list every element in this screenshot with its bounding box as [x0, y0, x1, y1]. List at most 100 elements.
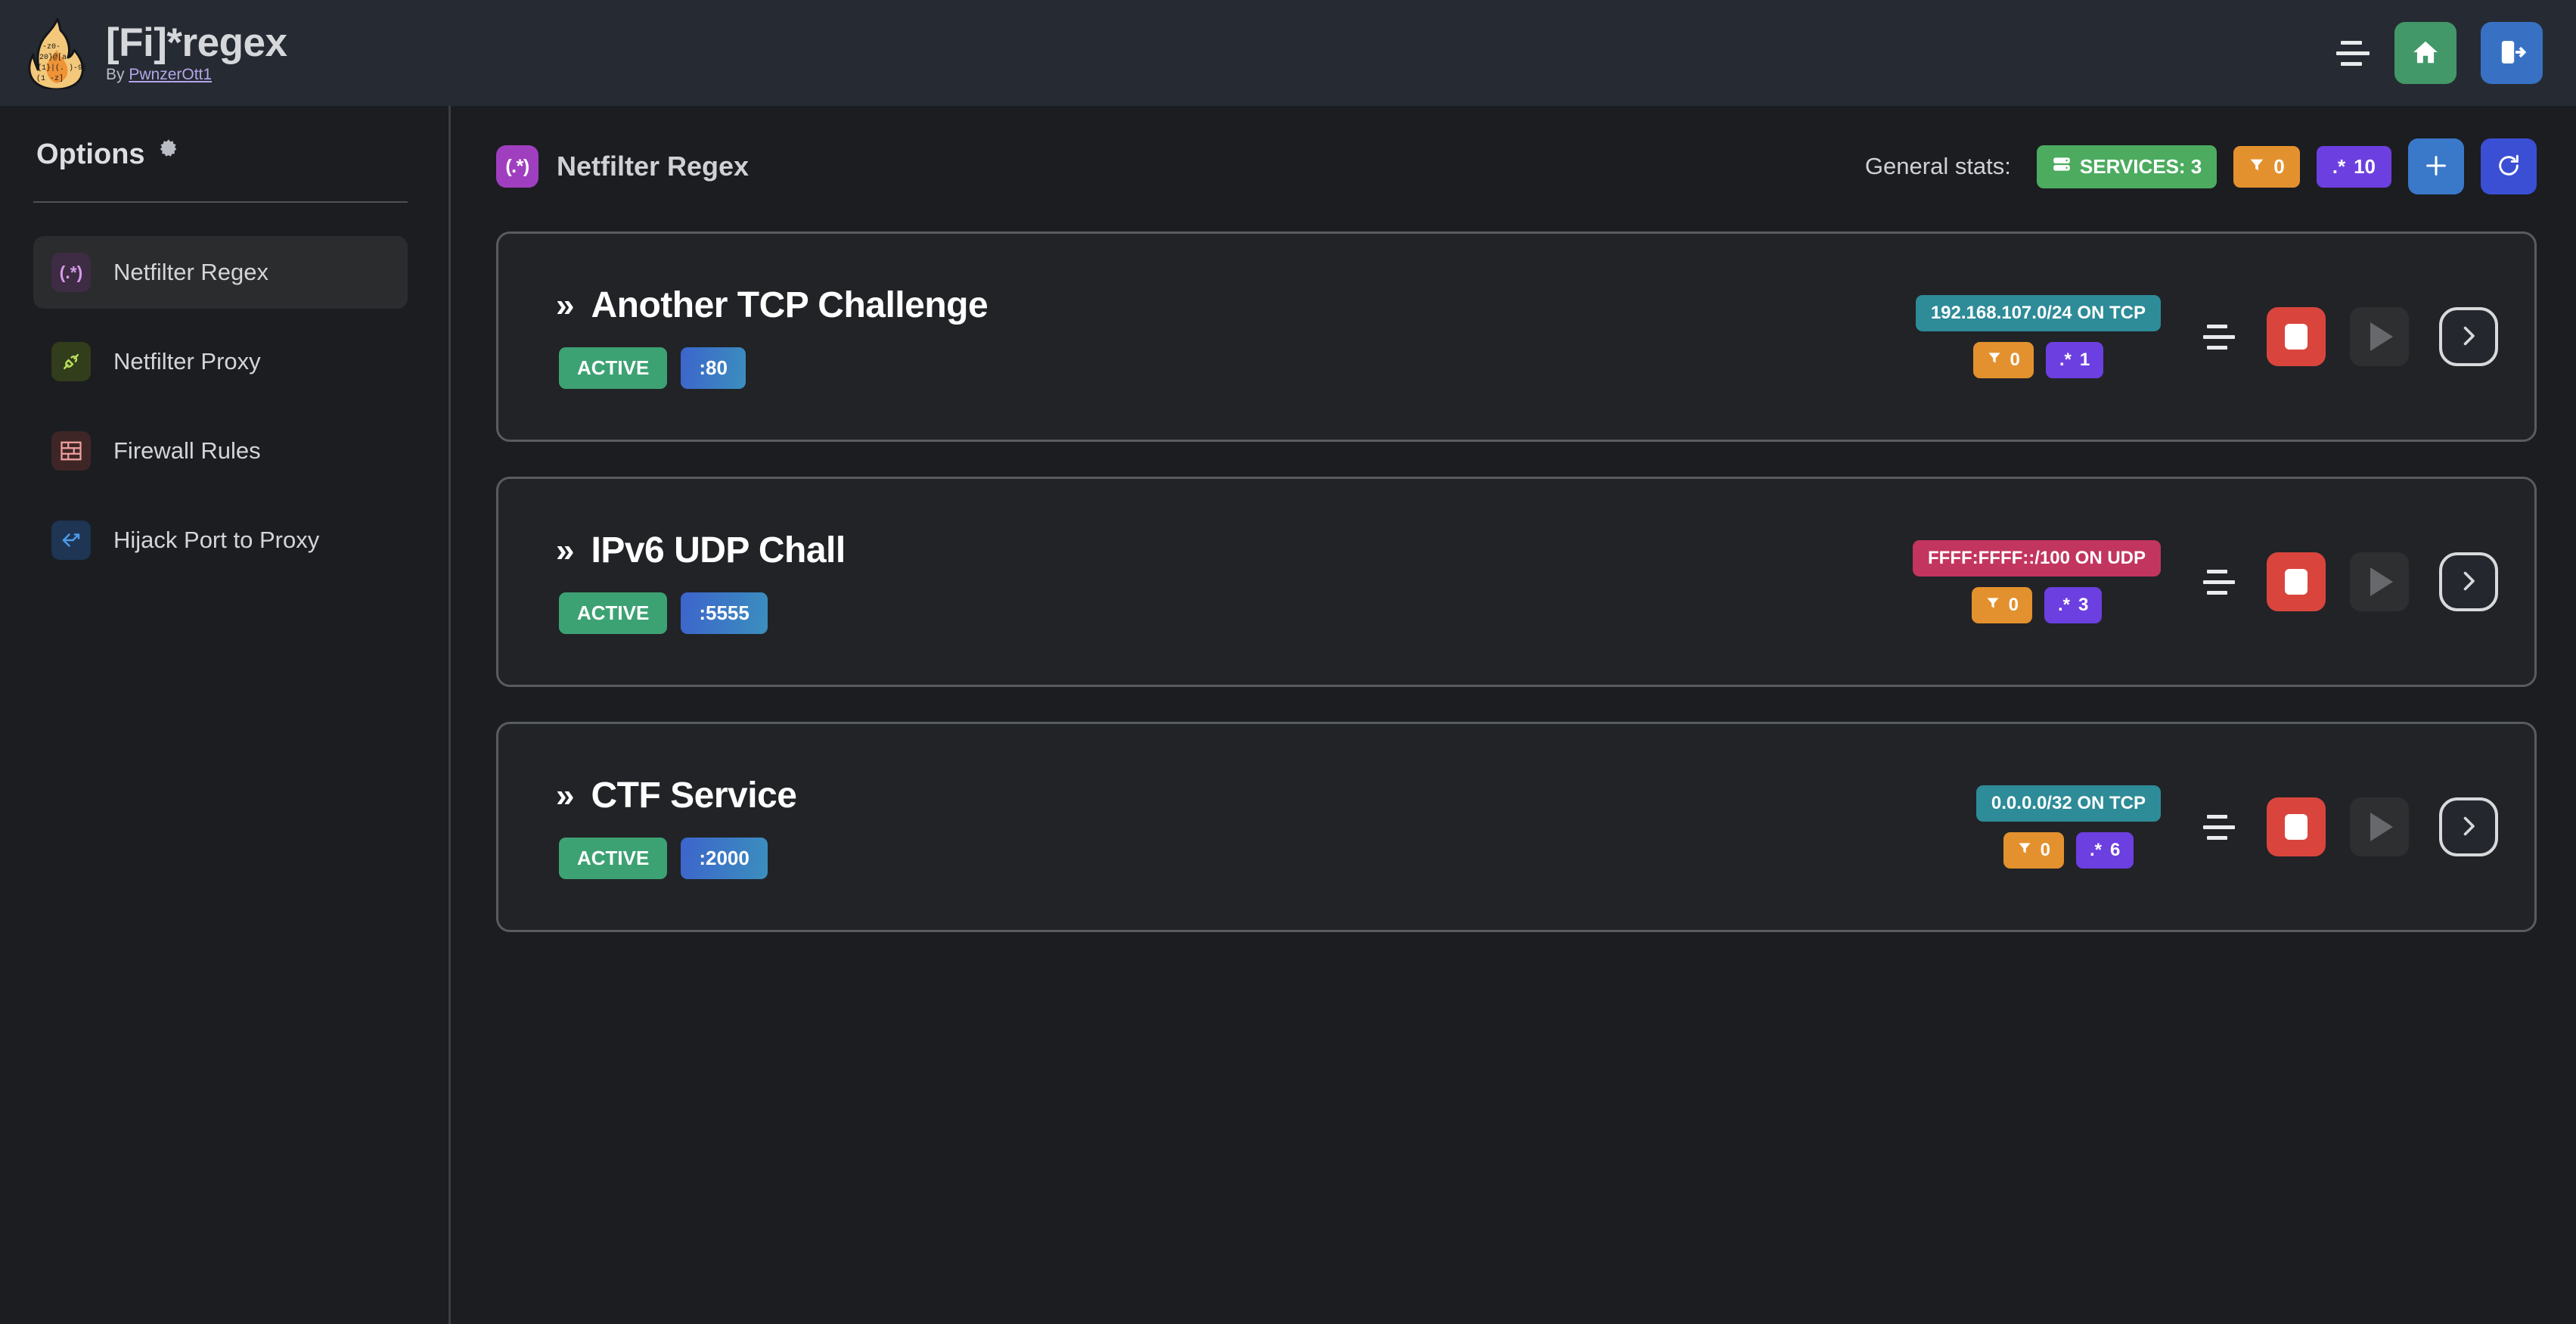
- status-badge-services: SERVICES: 3: [2036, 145, 2218, 188]
- regex-count-label: 6: [2109, 840, 2121, 860]
- sidebar-item-netfilter-regex[interactable]: (.*) Netfilter Regex: [33, 236, 408, 309]
- sidebar-item-label: Firewall Rules: [113, 437, 261, 464]
- open-service-button[interactable]: [2439, 307, 2498, 366]
- drag-handle-icon[interactable]: [2199, 317, 2239, 356]
- funnel-icon: [2017, 840, 2032, 861]
- hamburger-menu-icon[interactable]: [2335, 38, 2370, 68]
- sidebar-item-firewall-rules[interactable]: Firewall Rules: [33, 415, 408, 487]
- fork-arrow-icon: [51, 521, 91, 560]
- home-button[interactable]: [2394, 22, 2457, 84]
- regex-count-label: 1: [2079, 350, 2090, 370]
- funnel-icon: [2249, 155, 2265, 179]
- sidebar: Options (.*) Netfilter Regex Netfilt: [0, 106, 451, 1324]
- stop-button[interactable]: [2267, 797, 2326, 856]
- stop-icon: [2285, 569, 2308, 595]
- service-name: Another TCP Challenge: [591, 285, 989, 325]
- chevron-right-icon: [2455, 567, 2482, 597]
- svg-text:20}@[a: 20}@[a: [39, 53, 67, 62]
- stop-icon: [2285, 324, 2308, 350]
- add-service-button[interactable]: [2408, 138, 2464, 194]
- flame-regex-logo-icon: -z0- 20}@[a {1}|(. )-9] (1 -z]: [27, 17, 87, 91]
- double-chevron-icon: »: [556, 286, 575, 324]
- refresh-icon: [2496, 153, 2522, 181]
- sidebar-item-label: Hijack Port to Proxy: [113, 527, 320, 553]
- funnel-icon: [1987, 350, 2002, 371]
- service-card-info: » Another TCP Challenge ACTIVE :80: [556, 284, 989, 389]
- drag-handle-icon[interactable]: [2199, 807, 2239, 847]
- play-icon: [2370, 322, 2393, 351]
- server-icon: [2052, 154, 2072, 179]
- status-badge: ACTIVE: [559, 592, 668, 634]
- status-badge-regex: .* 3: [2044, 587, 2103, 623]
- network-sub-badges: 0 .* 6: [2003, 832, 2134, 869]
- filters-count-label: 0: [2273, 154, 2285, 178]
- drag-handle-icon[interactable]: [2199, 562, 2239, 601]
- play-icon: [2370, 567, 2393, 596]
- service-title-row: » CTF Service: [556, 775, 797, 816]
- gear-icon: [156, 138, 182, 171]
- sidebar-item-label: Netfilter Regex: [113, 259, 269, 285]
- logout-icon: [2497, 37, 2527, 70]
- service-card[interactable]: » CTF Service ACTIVE :2000 0.0.0.0/32 ON…: [496, 722, 2537, 932]
- service-card-controls: FFFF:FFFF::/100 ON UDP 0 .* 3: [1913, 540, 2498, 623]
- chevron-right-icon: [2455, 813, 2482, 842]
- network-sub-badges: 0 .* 1: [1972, 342, 2104, 378]
- main-header: (.*) Netfilter Regex General stats: SERV…: [496, 136, 2537, 197]
- filters-count-label: 0: [2008, 595, 2019, 615]
- service-card[interactable]: » Another TCP Challenge ACTIVE :80 192.1…: [496, 232, 2537, 442]
- open-service-button[interactable]: [2439, 552, 2498, 611]
- filters-count-label: 0: [2040, 840, 2050, 860]
- port-badge: :80: [681, 347, 746, 389]
- general-stats: General stats: SERVICES: 3 0: [1865, 138, 2537, 194]
- main-content: (.*) Netfilter Regex General stats: SERV…: [451, 106, 2576, 1324]
- brand: -z0- 20}@[a {1}|(. )-9] (1 -z] [Fi]*rege…: [27, 17, 287, 91]
- status-badge-filters: 0: [2233, 145, 2300, 188]
- service-pill-row: ACTIVE :80: [556, 347, 988, 389]
- regex-icon: (.*): [51, 253, 91, 292]
- service-name: IPv6 UDP Chall: [591, 530, 846, 570]
- service-card-controls: 0.0.0.0/32 ON TCP 0 .* 6: [1975, 785, 2498, 869]
- regex-icon: (.*): [496, 145, 538, 188]
- by-prefix: By: [106, 65, 129, 83]
- sidebar-divider: [33, 201, 408, 203]
- service-pill-row: ACTIVE :5555: [556, 592, 846, 634]
- app-title: [Fi]*regex: [106, 20, 287, 66]
- port-badge: :2000: [681, 838, 768, 879]
- app-header: -z0- 20}@[a {1}|(. )-9] (1 -z] [Fi]*rege…: [0, 0, 2576, 106]
- service-name: CTF Service: [591, 775, 797, 816]
- stop-button[interactable]: [2267, 552, 2326, 611]
- sidebar-heading-label: Options: [36, 138, 145, 170]
- open-service-button[interactable]: [2439, 797, 2498, 856]
- stop-button[interactable]: [2267, 307, 2326, 366]
- service-card[interactable]: » IPv6 UDP Chall ACTIVE :5555 FFFF:FFFF:…: [496, 477, 2537, 687]
- logout-button[interactable]: [2481, 22, 2543, 84]
- svg-text:-z0-: -z0-: [42, 43, 61, 51]
- double-chevron-icon: »: [556, 776, 575, 814]
- header-actions: [2335, 22, 2543, 84]
- network-badge: FFFF:FFFF::/100 ON UDP: [1913, 540, 2161, 577]
- sidebar-item-netfilter-proxy[interactable]: Netfilter Proxy: [33, 325, 408, 398]
- service-card-info: » CTF Service ACTIVE :2000: [556, 775, 797, 879]
- status-badge-filters: 0: [2003, 832, 2064, 869]
- status-badge: ACTIVE: [559, 838, 668, 879]
- double-chevron-icon: »: [556, 531, 575, 569]
- play-icon: [2370, 813, 2393, 841]
- svg-text:{1}|(. )-9]: {1}|(. )-9]: [37, 64, 86, 73]
- play-button: [2350, 797, 2409, 856]
- service-card-controls: 192.168.107.0/24 ON TCP 0 .* 1: [1915, 295, 2498, 378]
- network-sub-badges: 0 .* 3: [1971, 587, 2103, 623]
- network-info-group: 192.168.107.0/24 ON TCP 0 .* 1: [1915, 295, 2161, 378]
- regex-dot-star-icon: .*: [2058, 595, 2071, 615]
- regex-dot-star-icon: .*: [2059, 350, 2072, 370]
- status-badge-filters: 0: [1971, 587, 2032, 623]
- author-link[interactable]: PwnzerOtt1: [129, 65, 213, 83]
- chevron-right-icon: [2455, 322, 2482, 352]
- sidebar-item-hijack-port-to-proxy[interactable]: Hijack Port to Proxy: [33, 504, 408, 577]
- regex-dot-star-icon: .*: [2332, 154, 2346, 178]
- stop-icon: [2285, 814, 2308, 840]
- svg-text:(1 -z]: (1 -z]: [36, 74, 64, 83]
- page-title: Netfilter Regex: [557, 151, 750, 182]
- home-icon: [2410, 38, 2441, 69]
- refresh-button[interactable]: [2481, 138, 2537, 194]
- status-badge: ACTIVE: [559, 347, 668, 389]
